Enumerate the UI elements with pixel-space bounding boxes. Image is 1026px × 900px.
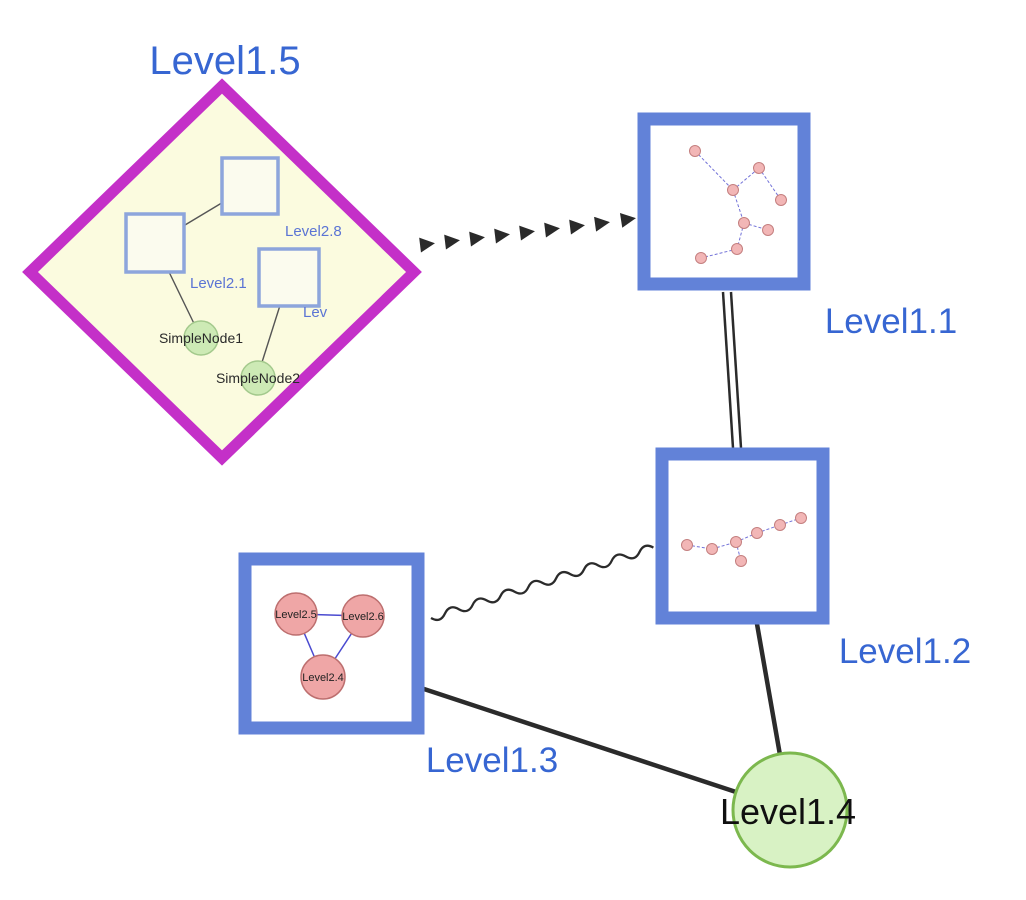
edge-level13-level14[interactable]	[421, 686, 739, 795]
double-line-right	[729, 291, 743, 449]
mini-node[interactable]	[731, 243, 743, 255]
label-level2-4: Level2.4	[302, 672, 344, 684]
node-simplenode1[interactable]	[183, 320, 219, 356]
mini-edge	[735, 532, 758, 543]
mini-node[interactable]	[730, 536, 742, 548]
level12-frame[interactable]	[655, 447, 830, 625]
mini-node[interactable]	[751, 527, 763, 539]
label-level2-6: Level2.6	[342, 611, 384, 623]
mini-node[interactable]	[695, 252, 707, 264]
node-level11[interactable]	[637, 112, 811, 291]
node-level2-6[interactable]	[341, 594, 385, 638]
label-level2-x: Lev	[303, 304, 328, 321]
mini-node[interactable]	[689, 145, 701, 157]
node-level13[interactable]: Level2.5 Level2.6 Level2.4	[238, 552, 425, 735]
level12-mini-graph	[681, 512, 807, 567]
mini-node[interactable]	[795, 512, 807, 524]
mini-node[interactable]	[727, 184, 739, 196]
label-level12: Level1.2	[839, 632, 971, 671]
level14-circle[interactable]	[731, 751, 849, 869]
mini-node[interactable]	[738, 217, 750, 229]
mini-edge	[779, 517, 802, 526]
mini-edge	[694, 150, 734, 191]
label-level2-1: Level2.1	[190, 275, 247, 292]
mini-node[interactable]	[762, 224, 774, 236]
label-simplenode2: SimpleNode2	[216, 370, 300, 386]
node-level12[interactable]	[655, 447, 830, 625]
node-simplenode2[interactable]	[240, 360, 276, 396]
mini-edge	[758, 167, 782, 201]
double-line-left	[721, 291, 735, 449]
mini-edge	[700, 248, 738, 259]
label-level2-8: Level2.8	[285, 223, 342, 240]
label-level15: Level1.5	[149, 39, 300, 83]
node-level2-x[interactable]	[257, 247, 321, 308]
node-level15[interactable]: Level2.8 Level2.1 Lev SimpleNode1 Simple…	[22, 78, 422, 466]
edges-layer	[404, 212, 783, 795]
node-level14[interactable]: Level1.4	[720, 751, 856, 869]
mini-node[interactable]	[735, 555, 747, 567]
mini-node[interactable]	[753, 162, 765, 174]
mini-node[interactable]	[706, 543, 718, 555]
level13-inner-graph: Level2.5 Level2.6 Level2.4	[274, 592, 385, 700]
level13-frame[interactable]	[238, 552, 425, 735]
diamond-shape[interactable]	[22, 78, 422, 466]
label-level13: Level1.3	[426, 741, 558, 780]
edge-level12-level14[interactable]	[754, 621, 783, 758]
level11-mini-graph	[689, 145, 787, 264]
edge-level11-level12[interactable]	[721, 291, 743, 449]
mini-node[interactable]	[774, 519, 786, 531]
edge-level15-level11[interactable]	[404, 212, 636, 253]
node-level2-4[interactable]	[300, 654, 346, 700]
node-level2-1[interactable]	[124, 212, 186, 274]
label-level14: Level1.4	[720, 791, 856, 832]
label-simplenode1: SimpleNode1	[159, 330, 243, 346]
node-level2-5[interactable]	[274, 592, 318, 636]
edge-level13-level12[interactable]	[430, 544, 654, 622]
label-level2-5: Level2.5	[275, 609, 317, 621]
node-level2-8[interactable]	[220, 156, 280, 216]
mini-node[interactable]	[681, 539, 693, 551]
label-level11: Level1.1	[825, 302, 957, 341]
mini-node[interactable]	[775, 194, 787, 206]
